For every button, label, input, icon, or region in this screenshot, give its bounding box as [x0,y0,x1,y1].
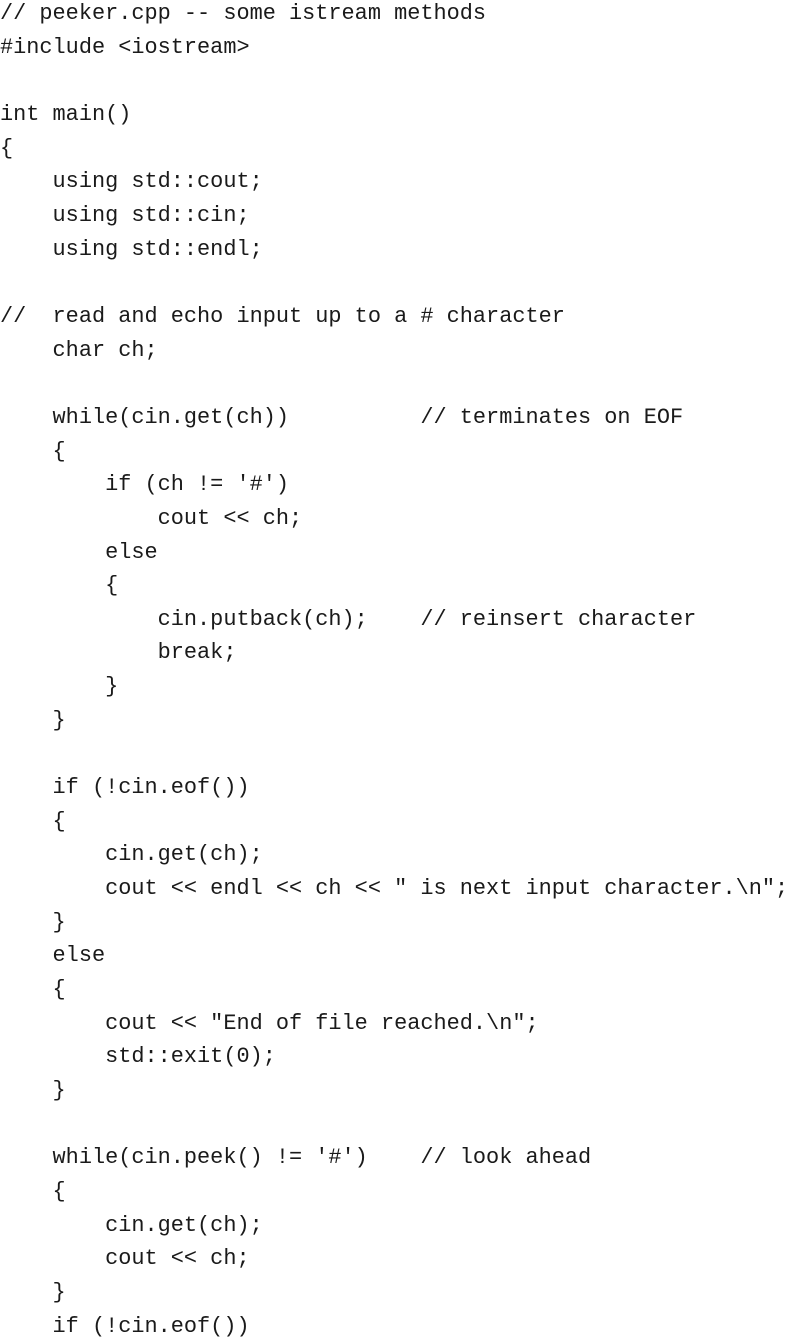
code-line: char ch; [0,337,158,363]
code-line: cout << endl << ch << " is next input ch… [0,876,787,902]
code-line: { [0,438,66,464]
code-line: else [0,943,106,969]
code-line: } [0,1279,66,1305]
code-line: cin.putback(ch); // reinsert character [0,606,697,632]
code-line: // read and echo input up to a # charact… [0,303,565,329]
code-line: #include <iostream> [0,34,250,60]
code-line: cout << ch; [0,505,303,531]
code-line: using std::cout; [0,169,263,195]
code-line: { [0,808,66,834]
code-line: while(cin.get(ch)) // terminates on EOF [0,404,684,430]
code-line: if (!cin.eof()) [0,775,250,801]
code-line [0,367,787,401]
code-line: // peeker.cpp -- some istream methods [0,1,487,26]
code-line: } [0,909,66,935]
code-line [0,737,787,771]
code-line: std::exit(0); [0,1044,276,1070]
code-line: { [0,1178,66,1204]
code-line [0,266,787,300]
code-line: } [0,1078,66,1103]
code-line: } [0,707,66,733]
code-line: cin.get(ch); [0,842,263,868]
code-line: { [0,573,119,599]
code-line: using std::endl; [0,236,263,262]
code-line [0,1108,787,1142]
code-line [0,64,787,98]
code-line: break; [0,640,237,666]
code-line: { [0,135,14,161]
code-line: if (ch != '#') [0,472,290,498]
code-line: else [0,539,158,565]
code-line: cout << "End of file reached.\n"; [0,1010,539,1036]
code-line: } [0,674,119,700]
code-line: while(cin.peek() != '#') // look ahead [0,1145,592,1171]
code-line: if (!cin.eof()) [0,1313,250,1339]
code-line: int main() [0,101,132,127]
code-line: { [0,977,66,1003]
code-line: cin.get(ch); [0,1212,263,1238]
code-line: using std::cin; [0,202,250,228]
code-line: cout << ch; [0,1246,250,1272]
